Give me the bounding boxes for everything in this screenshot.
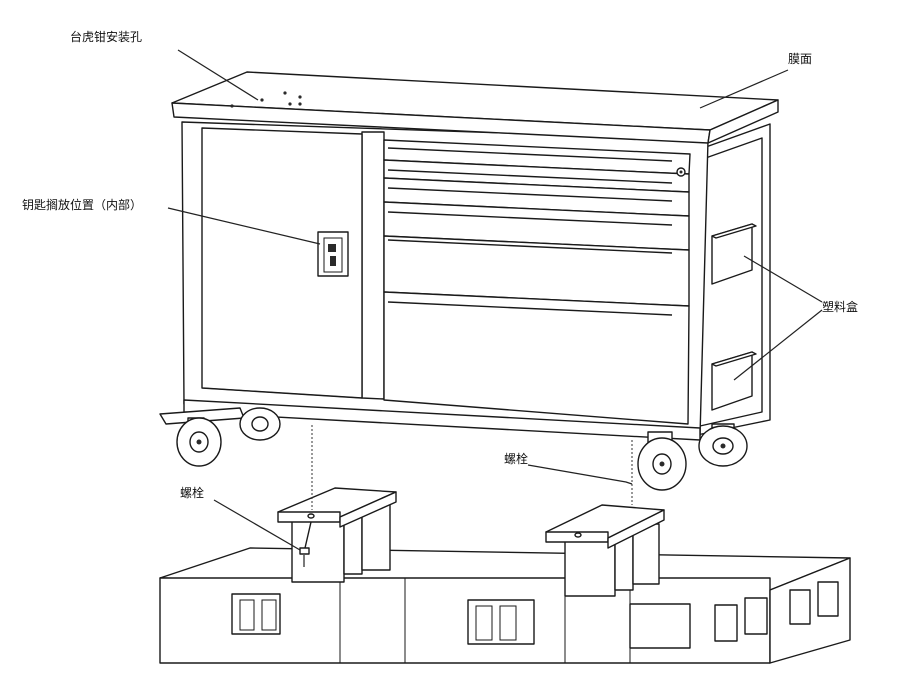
leader-bolt-left: [213, 499, 301, 551]
pallet-opening: [467, 599, 535, 645]
vise-mount-holes: [230, 91, 302, 108]
leader-vise-holes: [177, 49, 259, 101]
leader-film-surface: [699, 69, 789, 109]
pallet-side-opening: [714, 604, 738, 642]
pallet-side-opening: [817, 581, 839, 617]
caster-right-rear: [698, 423, 748, 467]
leader-key-storage: [167, 207, 321, 245]
tool-cabinet: [171, 71, 779, 441]
left-support-block: [277, 487, 397, 583]
label-vise-mount-holes: 台虎钳安装孔: [70, 30, 143, 44]
leader-bolt-right: [527, 464, 633, 485]
label-film-surface: 膜面: [788, 52, 813, 66]
side-plastic-boxes: [711, 223, 757, 411]
label-bolt-right: 螺栓: [504, 452, 529, 466]
leader-plastic-box-upper: [743, 255, 823, 303]
pallet: [159, 547, 851, 664]
pallet-opening: [629, 603, 691, 649]
drawers: [383, 139, 691, 425]
pallet-side-opening: [789, 589, 811, 625]
pallet-side-opening: [744, 597, 768, 635]
caster-left-front: [159, 407, 245, 467]
leader-plastic-box-lower: [733, 309, 823, 381]
label-key-storage: 钥匙搁放位置（内部）: [22, 198, 143, 212]
label-plastic-box: 塑料盒: [822, 300, 859, 314]
caster-right-front: [637, 431, 687, 491]
caster-left-rear: [239, 407, 281, 441]
key-holder: [317, 231, 349, 277]
right-support-block: [545, 504, 665, 597]
label-bolt-left: 螺栓: [180, 486, 205, 500]
